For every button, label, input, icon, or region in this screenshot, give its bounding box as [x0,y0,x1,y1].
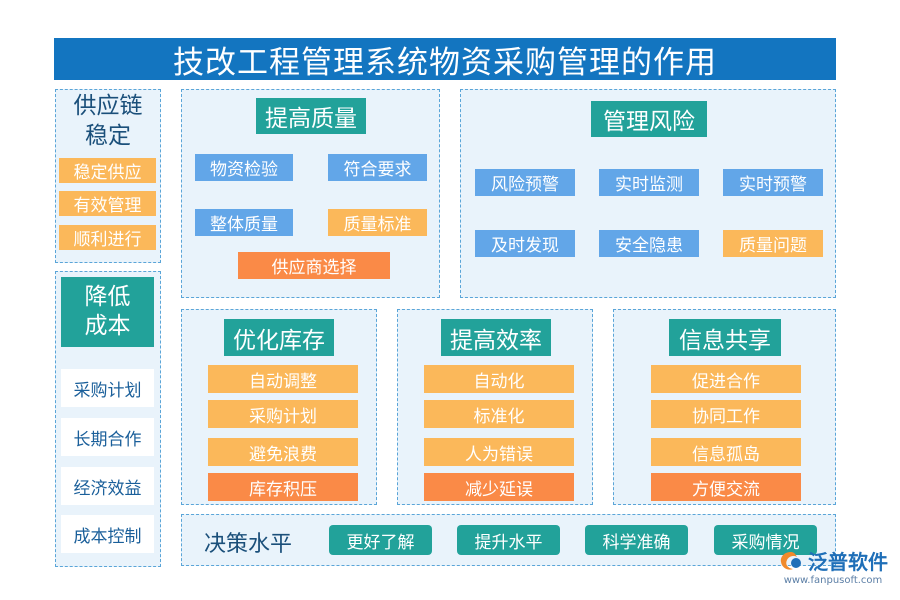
risk-item: 实时监测 [599,169,699,196]
inventory-item: 采购计划 [208,400,358,428]
risk-item: 及时发现 [475,230,575,257]
info-item: 信息孤岛 [651,438,801,466]
decision-title: 决策水平 [204,532,293,557]
quality-item: 符合要求 [328,154,427,181]
cost-item: 经济效益 [61,467,154,505]
cost-title: 降低成本 [61,277,154,347]
decision-item: 提升水平 [457,525,560,555]
inventory-item: 避免浪费 [208,438,358,466]
efficiency-item: 人为错误 [424,438,574,466]
decision-panel: 决策水平 更好了解 提升水平 科学准确 采购情况 [181,514,836,566]
info-title: 信息共享 [669,319,781,356]
brand-url: www.fanpusoft.com [783,575,883,586]
cost-item: 长期合作 [61,418,154,456]
page-title: 技改工程管理系统物资采购管理的作用 [54,38,836,81]
quality-item: 供应商选择 [238,252,390,279]
supply-chain-item: 稳定供应 [59,158,156,183]
efficiency-item: 减少延误 [424,473,574,501]
efficiency-item: 标准化 [424,400,574,428]
decision-item: 更好了解 [329,525,432,555]
inventory-item: 自动调整 [208,365,358,393]
brand-name: 泛普软件 [808,550,888,574]
supply-chain-item: 顺利进行 [59,225,156,250]
info-item: 促进合作 [651,365,801,393]
cost-panel: 降低成本 采购计划 长期合作 经济效益 成本控制 [55,271,161,567]
quality-panel: 提高质量 物资检验 符合要求 整体质量 质量标准 供应商选择 [181,89,440,298]
inventory-title: 优化库存 [224,319,334,356]
quality-item: 质量标准 [328,209,427,236]
risk-item: 风险预警 [475,169,575,196]
supply-chain-title: 供应链稳定 [73,93,143,149]
risk-item: 实时预警 [723,169,823,196]
brand-logo: 泛普软件 www.fanpusoft.com [778,546,888,586]
efficiency-title: 提高效率 [441,319,551,356]
risk-item: 安全隐患 [599,230,699,257]
efficiency-panel: 提高效率 自动化 标准化 人为错误 减少延误 [397,309,593,505]
cost-title-text: 降低成本 [84,284,131,339]
cost-item: 采购计划 [61,369,154,407]
inventory-panel: 优化库存 自动调整 采购计划 避免浪费 库存积压 [181,309,377,505]
brand-mark-icon [780,551,801,570]
efficiency-item: 自动化 [424,365,574,393]
quality-title: 提高质量 [256,98,366,134]
risk-item: 质量问题 [723,230,823,257]
info-item: 协同工作 [651,400,801,428]
risk-title: 管理风险 [591,101,707,137]
inventory-item: 库存积压 [208,473,358,501]
decision-item: 科学准确 [585,525,688,555]
cost-item: 成本控制 [61,515,154,553]
info-panel: 信息共享 促进合作 协同工作 信息孤岛 方便交流 [613,309,836,505]
supply-chain-panel: 供应链稳定 稳定供应 有效管理 顺利进行 [55,89,161,263]
quality-item: 物资检验 [195,154,293,181]
info-item: 方便交流 [651,473,801,501]
decision-item: 采购情况 [714,525,817,555]
quality-item: 整体质量 [195,209,293,236]
risk-panel: 管理风险 风险预警 实时监测 实时预警 及时发现 安全隐患 质量问题 [460,89,836,298]
supply-chain-item: 有效管理 [59,191,156,216]
